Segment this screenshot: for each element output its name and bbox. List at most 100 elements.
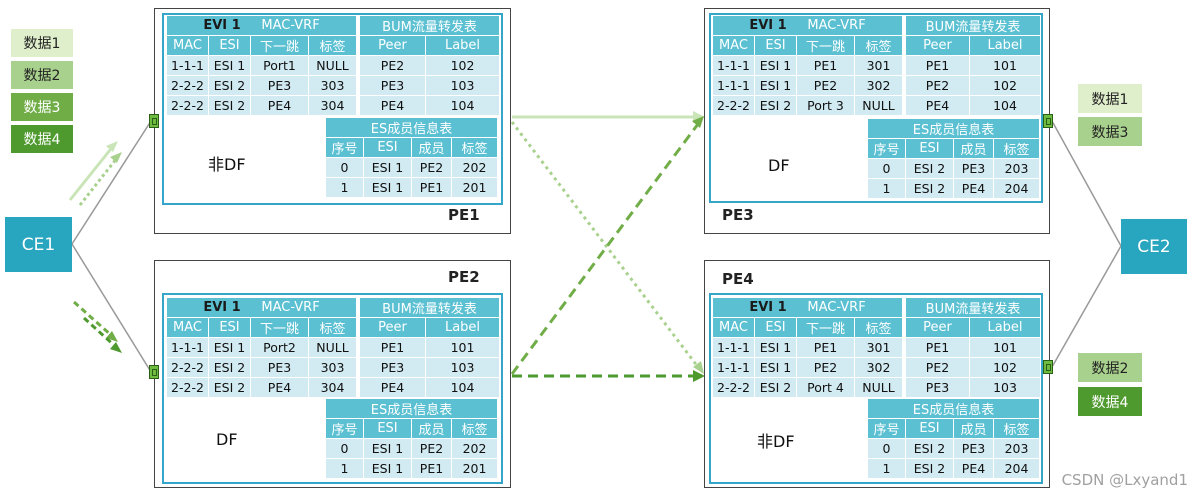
table-cell: 102	[425, 55, 500, 76]
flow-pe1-pe4-head	[693, 361, 704, 374]
table-cell: 0	[867, 158, 906, 179]
table-cell: 204	[992, 178, 1041, 199]
table-header-cell: 序号	[867, 418, 906, 439]
table-cell: ESI 1	[754, 337, 797, 358]
data-tag-1: 数据1	[11, 29, 73, 57]
table-cell: PE1	[411, 177, 452, 198]
table-cell: 102	[969, 357, 1041, 378]
table-cell: PE4	[250, 377, 309, 398]
table-cell: PE4	[905, 95, 970, 116]
flow-down-dash	[72, 300, 114, 338]
table-cell: 0	[867, 438, 906, 459]
table-cell: ESI 2	[208, 357, 251, 378]
table-cell: PE4	[953, 178, 994, 199]
table-cell: 2-2-2	[166, 75, 209, 96]
table-header-cell: 标签	[992, 138, 1041, 159]
table-cell: 1-1-1	[166, 337, 209, 358]
ce2-node[interactable]: CE2	[1121, 219, 1187, 274]
table-header-cell: MAC	[712, 35, 755, 56]
pe3-label: PE3	[722, 206, 754, 224]
table-header-row: ES成员信息表	[866, 118, 1041, 139]
table-header-cell: MAC	[166, 317, 209, 338]
ce1-node[interactable]: CE1	[5, 217, 72, 272]
table-cell: ESI 1	[363, 458, 412, 479]
table-cell: ESI 2	[905, 438, 954, 459]
table-header-row: EVI 1 MAC-VRF	[711, 297, 904, 318]
table-cell: ESI 2	[754, 95, 797, 116]
col-nexthop: 下一跳	[250, 35, 309, 56]
table-cell: ESI 2	[754, 377, 797, 398]
pe4-port[interactable]	[1043, 360, 1053, 374]
col-label: 标签	[307, 35, 358, 56]
pe1-label: PE1	[448, 206, 480, 224]
table-cell: ESI 2	[208, 75, 251, 96]
flow-up-solid	[68, 144, 116, 201]
pe1-port[interactable]	[149, 114, 159, 128]
table-cell: PE3	[359, 75, 426, 96]
table-header-cell: Label	[425, 317, 500, 338]
table-cell: 304	[307, 95, 358, 116]
table-cell: 2-2-2	[712, 377, 755, 398]
table-header-row: BUM流量转发表	[359, 297, 500, 318]
table-header-cell: Peer	[359, 317, 426, 338]
pe3-port[interactable]	[1043, 114, 1053, 128]
table-cell: NULL	[853, 95, 904, 116]
table-cell: PE2	[796, 75, 855, 96]
table-cell: PE1	[905, 337, 970, 358]
flow-up-dotted-head	[110, 152, 122, 163]
table-cell: 203	[992, 438, 1041, 459]
table-cell: 302	[853, 357, 904, 378]
table-header-row: BUM流量转发表	[905, 15, 1041, 36]
flow-down-dash-head	[106, 331, 118, 342]
data-tag-4: 数据4	[11, 125, 73, 153]
link-ce1-pe2	[71, 243, 152, 373]
table-header-cell: ESI	[905, 418, 954, 439]
table-header-cell: ESI	[754, 317, 797, 338]
table-header-cell: 成员	[411, 418, 452, 439]
table-cell: Port2	[250, 337, 309, 358]
table-cell: PE3	[250, 357, 309, 378]
watermark: CSDN @Lxyand1	[1061, 471, 1188, 489]
table-cell: PE2	[411, 157, 452, 178]
table-cell: 204	[992, 458, 1041, 479]
table-header-cell: ESI	[363, 137, 412, 158]
pe2-port[interactable]	[149, 365, 159, 379]
table-cell: PE4	[359, 95, 426, 116]
table-cell: ESI 2	[208, 377, 251, 398]
table-cell: 1-1-1	[712, 357, 755, 378]
table-cell: 104	[425, 95, 500, 116]
macvrf-label: MAC-VRF	[261, 18, 320, 33]
flow-up-dotted	[78, 157, 119, 206]
table-cell: ESI 1	[754, 357, 797, 378]
link-ce2-pe4	[1051, 245, 1122, 368]
col-esi: ESI	[208, 35, 251, 56]
table-cell: 101	[425, 337, 500, 358]
